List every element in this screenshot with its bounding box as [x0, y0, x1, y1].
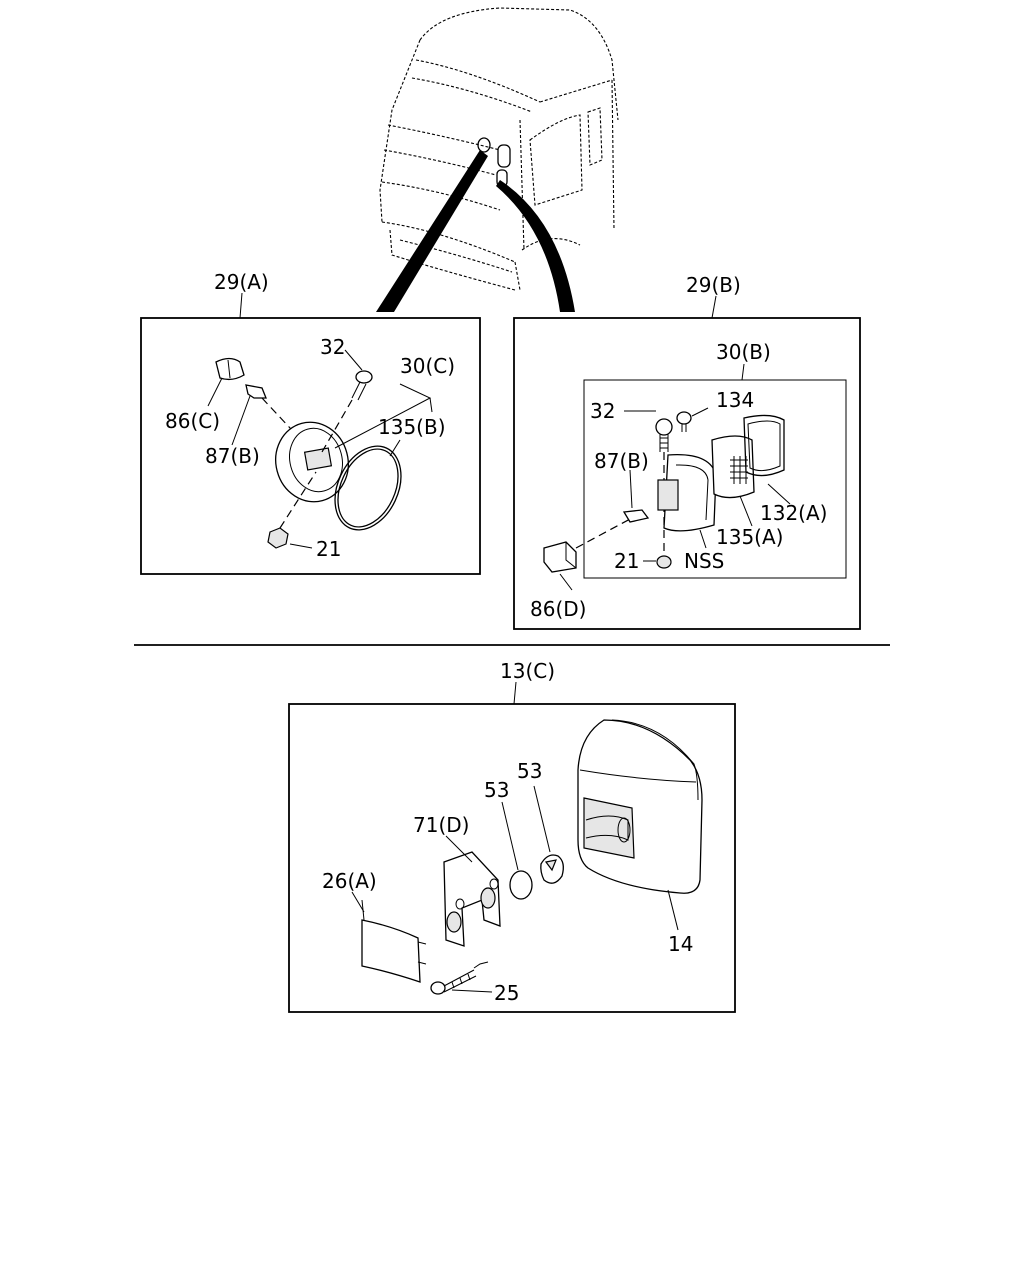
group-29b-frame	[513, 317, 861, 630]
callout-14: 14	[668, 932, 693, 956]
callout-32b: 32	[590, 399, 615, 423]
callout-21a: 21	[316, 537, 341, 561]
callout-13c: 13(C)	[500, 659, 555, 683]
rim-132a-part	[743, 414, 785, 477]
lens-135a-part	[711, 435, 755, 499]
nut-21b-part	[656, 555, 672, 569]
callout-87b-b: 87(B)	[594, 449, 649, 473]
callout-25: 25	[494, 981, 519, 1005]
bushing-53a-part	[509, 870, 533, 900]
bolt-32a-part	[321, 370, 373, 453]
nut-21a-part	[267, 527, 289, 549]
callout-nss: NSS	[684, 549, 724, 573]
cap-86d-part	[543, 541, 577, 573]
callout-53a: 53	[484, 778, 509, 802]
callout-132a: 132(A)	[760, 501, 827, 525]
screw-25-part	[430, 961, 489, 995]
callout-29b: 29(B)	[686, 273, 741, 297]
group-13c-mirror: 13(C)	[288, 659, 736, 1013]
mirror-housing-14-part	[577, 719, 703, 894]
lamp-housing-part	[663, 454, 717, 532]
truck-cab-illustration	[376, 7, 619, 312]
cap-86c-part	[215, 357, 245, 381]
callout-29a: 29(A)	[214, 270, 269, 294]
group-30b-frame	[583, 379, 847, 579]
ring-135b-part	[334, 445, 402, 531]
clip-87b-part	[245, 384, 267, 399]
callout-135a: 135(A)	[716, 525, 783, 549]
group-29a-headlamp: 29(A) 32 30(C) 86	[140, 270, 481, 575]
callout-30b: 30(B)	[716, 340, 771, 364]
callout-86d: 86(D)	[530, 597, 586, 621]
group-29a-frame	[140, 317, 481, 575]
cover-26a-part	[361, 899, 427, 983]
callout-32a: 32	[320, 335, 345, 359]
callout-30c: 30(C)	[400, 354, 455, 378]
group-29b-lamp: 29(B) 30(B)	[513, 273, 861, 630]
callout-53b: 53	[517, 759, 542, 783]
callout-86c: 86(C)	[165, 409, 220, 433]
callout-71d: 71(D)	[413, 813, 469, 837]
group-13c-frame	[288, 703, 736, 1013]
callout-21b: 21	[614, 549, 639, 573]
callout-26a: 26(A)	[322, 869, 377, 893]
callout-87b-a: 87(B)	[205, 444, 260, 468]
screw-134-part	[676, 411, 692, 432]
clip-87b-b-part	[622, 509, 650, 523]
callout-135b: 135(B)	[378, 415, 446, 439]
bracket-71d-part	[443, 851, 501, 947]
callout-134: 134	[716, 388, 754, 412]
